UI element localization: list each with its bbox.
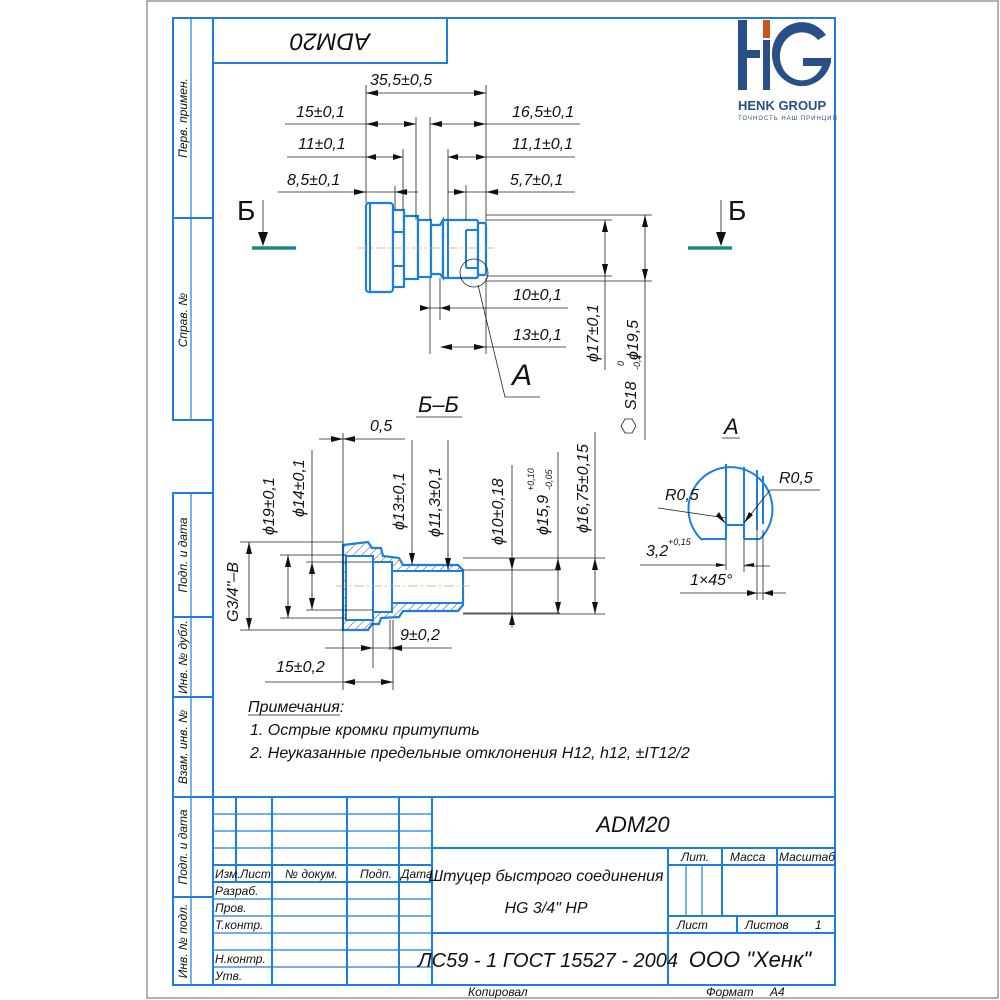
hex-icon xyxy=(620,418,637,434)
dim-13: 13±0,1 xyxy=(513,327,562,344)
tb-role: Разраб. xyxy=(215,884,258,898)
tb-role: Пров. xyxy=(215,901,247,915)
dim-hex-upper: 0 xyxy=(616,361,626,366)
dim-dia-16-75: ϕ16,75±0,15 xyxy=(575,444,592,533)
tb-role: Т.контр. xyxy=(215,918,263,932)
tb-role: Утв. xyxy=(214,969,242,983)
detail-width: 3,2 xyxy=(646,543,668,560)
dim-11-1: 11,1±0,1 xyxy=(512,136,573,153)
sheet-border xyxy=(146,0,999,999)
dim-dia-17: ϕ17±0,1 xyxy=(585,304,602,362)
tb-header: № докум. xyxy=(285,867,338,881)
tb-name-line2: HG 3/4" HP xyxy=(504,900,587,917)
detail-mark-a: А xyxy=(510,359,532,392)
logo-name: HENK GROUP xyxy=(738,98,826,113)
dim-len-9: 9±0,2 xyxy=(400,627,440,644)
tb-sheets-label: Листов xyxy=(744,918,789,932)
dim-11: 11±0,1 xyxy=(298,136,346,153)
section-mark-left: Б xyxy=(237,195,255,226)
dim-len-15: 15±0,2 xyxy=(276,659,325,676)
dim-hex-lower: -0,2 xyxy=(632,354,642,370)
tb-role: Н.контр. xyxy=(215,952,266,966)
tb-format-label: Формат xyxy=(706,985,754,999)
stamp-label: Справ. № xyxy=(176,293,190,348)
note-item: 1. Острые кромки притупить xyxy=(250,722,480,739)
notes: Примечания: 1. Острые кромки притупить 2… xyxy=(248,699,690,762)
dim-dia-19-5: ϕ19,5 xyxy=(625,320,642,360)
detail-chamfer: 1×45° xyxy=(690,572,733,589)
detail-r1: R0,5 xyxy=(665,487,699,504)
section-view: Б–Б xyxy=(225,392,605,690)
tb-copied-label: Копировал xyxy=(468,985,528,999)
tb-company: ООО "Хенк" xyxy=(689,947,813,972)
tb-sheet-label: Лист xyxy=(676,918,708,932)
dim-10: 10±0,1 xyxy=(513,287,562,304)
detail-width-tol: +0,15 xyxy=(668,537,692,547)
dim-chamfer: 0,5 xyxy=(370,418,392,435)
stamp-label: Подп. и дата xyxy=(176,809,190,884)
company-logo: HENK GROUP ТОЧНОСТЬ НАШ ПРИНЦИП xyxy=(738,20,838,122)
logo-slogan: ТОЧНОСТЬ НАШ ПРИНЦИП xyxy=(738,116,838,122)
tb-header: Лист xyxy=(239,867,271,881)
dim-dia-15-9-upper: +0,10 xyxy=(526,468,536,491)
title-block: ADM20 Изм. Лист № докум. Подп. Дата Разр… xyxy=(213,796,836,999)
tb-mass-label: Масса xyxy=(730,850,766,864)
tb-header: Дата xyxy=(399,867,433,881)
side-stamp: Перв. примен. Справ. № Подп. и дата Инв.… xyxy=(172,17,214,986)
dim-hex: S18 xyxy=(623,381,640,410)
tb-scale-label: Масштаб xyxy=(779,850,836,864)
section-title: Б–Б xyxy=(418,392,459,417)
top-code: ADM20 xyxy=(289,28,372,55)
dim-dia-11-3: ϕ11,3±0,1 xyxy=(427,467,444,537)
notes-title: Примечания: xyxy=(248,699,344,716)
dim-dia-13: ϕ13±0,1 xyxy=(391,472,408,530)
dim-15: 15±0,1 xyxy=(296,104,345,121)
stamp-label: Взам. инв. № xyxy=(176,710,190,784)
dim-dia-10: ϕ10±0,18 xyxy=(490,478,507,545)
detail-title: А xyxy=(722,414,739,439)
detail-view: А R0,5 R0,5 3,2 +0,15 1×45° xyxy=(640,414,820,600)
stamp-label: Инв. № дубл. xyxy=(176,620,190,694)
tb-sheets-value: 1 xyxy=(815,918,822,932)
top-code-box xyxy=(212,17,448,64)
dim-thread: G3/4"–B xyxy=(225,562,242,622)
section-mark-right: Б xyxy=(728,195,746,226)
dim-8-5: 8,5±0,1 xyxy=(287,172,340,189)
dim-overall: 35,5±0,5 xyxy=(370,72,432,89)
tb-material: ЛС59 - 1 ГОСТ 15527 - 2004 xyxy=(416,950,678,972)
dim-16-5: 16,5±0,1 xyxy=(512,104,574,121)
dim-dia-14: ϕ14±0,1 xyxy=(291,459,308,517)
stamp-label: Перв. примен. xyxy=(176,78,190,158)
dim-dia-15-9: ϕ15,9 xyxy=(535,495,552,535)
tb-lit-label: Лит. xyxy=(680,850,709,864)
stamp-label: Подп. и дата xyxy=(176,517,190,592)
tb-header: Изм. xyxy=(215,867,241,881)
dim-dia-15-9-lower: -0,05 xyxy=(544,468,554,490)
dim-dia-19: ϕ19±0,1 xyxy=(261,477,278,535)
tb-header: Подп. xyxy=(360,867,392,881)
tb-format-value: A4 xyxy=(769,985,785,999)
tb-name-line1: Штуцер быстрого соединения xyxy=(428,868,664,885)
detail-r2: R0,5 xyxy=(779,470,813,487)
tb-designation: ADM20 xyxy=(594,812,670,837)
stamp-label: Инв. № подл. xyxy=(176,904,190,978)
dim-5-7: 5,7±0,1 xyxy=(510,172,563,189)
note-item: 2. Неуказанные предельные отклонения H12… xyxy=(249,745,690,762)
main-view: А Б Б xyxy=(237,72,746,440)
